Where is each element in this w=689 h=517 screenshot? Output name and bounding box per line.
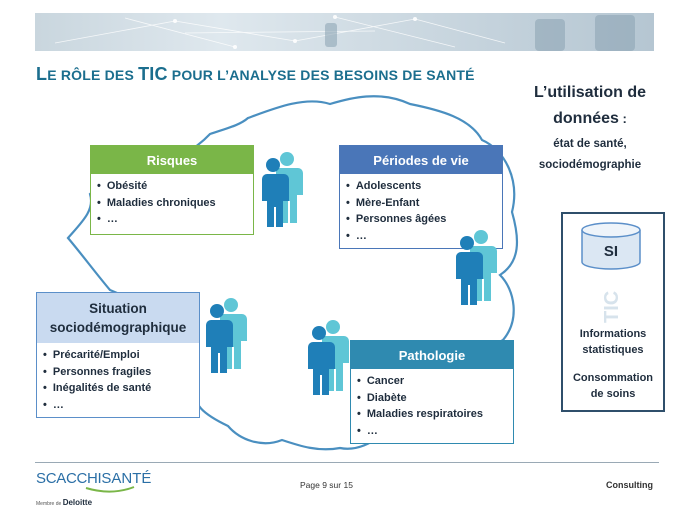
people-icon (256, 150, 304, 228)
pathologie-title: Pathologie (351, 341, 513, 369)
list-item: Diabète (357, 390, 513, 407)
consulting-label: Consulting (606, 480, 653, 490)
list-item: Cancer (357, 373, 513, 390)
list-item: … (357, 423, 513, 440)
people-icon (302, 318, 350, 396)
people-icon (450, 228, 498, 306)
risques-list: Obésité Maladies chroniques … (91, 174, 253, 234)
periodes-title: Périodes de vie (340, 146, 502, 174)
pathologie-list: Cancer Diabète Maladies respiratoires … (351, 369, 513, 443)
scacchi-sante-logo: SCACCHISANTÉ Membre de Deloitte (36, 470, 151, 507)
list-item: … (97, 211, 253, 228)
situation-list: Précarité/Emploi Personnes fragiles Inég… (37, 343, 199, 417)
list-item: Précarité/Emploi (43, 347, 199, 364)
pathologie-box: Pathologie Cancer Diabète Maladies respi… (350, 340, 514, 444)
risques-title: Risques (91, 146, 253, 174)
list-item: Adolescents (346, 178, 502, 195)
list-item: Maladies chroniques (97, 195, 253, 212)
page-number: Page 9 sur 15 (300, 480, 353, 490)
database-icon: SI (580, 222, 642, 270)
people-icon (200, 296, 248, 374)
list-item: Inégalités de santé (43, 380, 199, 397)
risques-box: Risques Obésité Maladies chroniques … (90, 145, 254, 235)
list-item: Personnes âgées (346, 211, 502, 228)
list-item: Personnes fragiles (43, 364, 199, 381)
list-item: Mère-Enfant (346, 195, 502, 212)
list-item: Maladies respiratoires (357, 406, 513, 423)
footer-divider (35, 462, 659, 463)
list-item: Obésité (97, 178, 253, 195)
tic-watermark: TIC (597, 282, 627, 332)
list-item: … (43, 397, 199, 414)
si-label: SI (604, 243, 618, 260)
member-of-deloitte: Membre de Deloitte (36, 498, 151, 507)
